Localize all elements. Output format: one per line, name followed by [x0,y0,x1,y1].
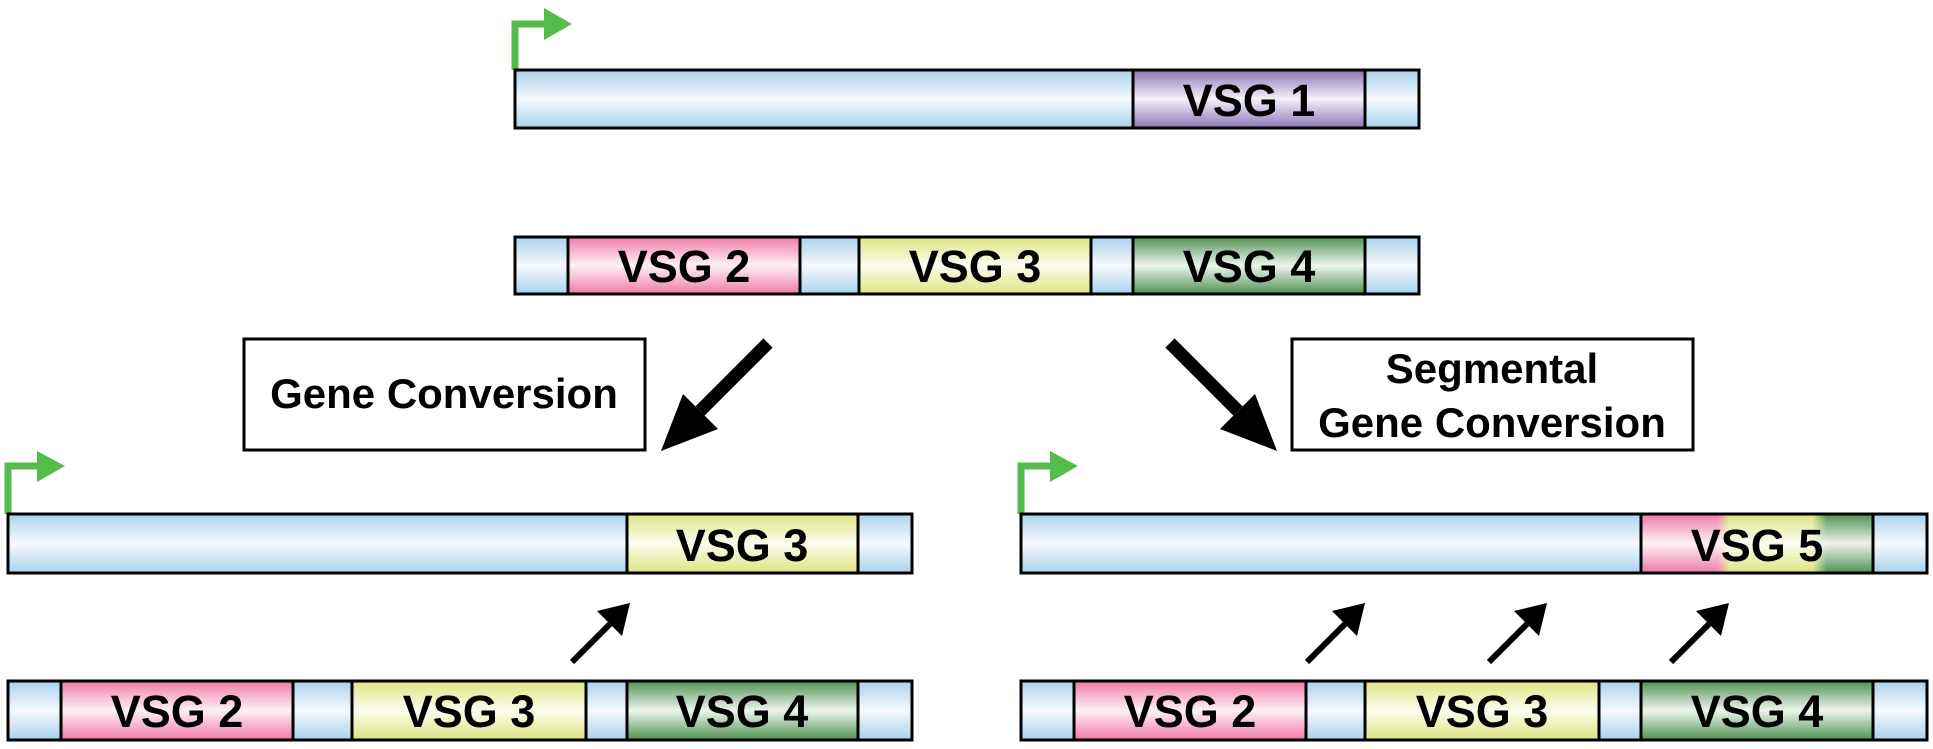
flank-segment [513,235,570,296]
copy-arrow-icon [1668,603,1729,665]
vsg-3-label: VSG 3 [909,241,1042,292]
segmental-label-line1: Segmental [1386,345,1598,392]
vsg-2-gene [1072,679,1308,742]
copy-arrow-icon [1304,603,1365,665]
left-silent-array: VSG 2 VSG 3 VSG 4 [6,679,914,742]
vsg-4-gene [625,679,860,742]
promoter-arrow-head [544,8,572,40]
promoter-arrow-head [1050,451,1078,482]
segmental-gene-conversion-box: Segmental Gene Conversion [1290,337,1695,452]
vsg-3-gene [350,679,588,742]
flank-segment [856,512,914,575]
flank-segment [6,679,63,742]
flank-segment [6,512,629,575]
flank-segment [1304,679,1367,742]
vsg-2-label: VSG 2 [1124,686,1257,737]
vsg-1-label: VSG 1 [1183,75,1316,126]
flank-segment [1019,679,1076,742]
flank-segment [1089,235,1135,296]
flank-segment [1363,235,1421,296]
promoter-arrow-icon [511,20,548,70]
flank-segment [798,235,861,296]
flank-segment [1597,679,1643,742]
copy-arrow-icon [1486,603,1547,665]
vsg-1-gene [1131,68,1367,130]
vsg-2-gene [59,679,295,742]
right-expression-site: VSG 5 [1017,451,1929,575]
vsg-2-label: VSG 2 [111,686,244,737]
vsg-2-gene [566,235,802,296]
flank-segment [584,679,629,742]
vsg-3-gene [625,512,860,575]
promoter-arrow-icon [4,462,40,514]
segmental-label-line2: Gene Conversion [1318,399,1666,446]
arrow-to-segmental-gene-conversion [1165,338,1277,451]
flank-segment [513,68,1135,130]
vsg-2-label: VSG 2 [618,241,751,292]
vsg-3-gene [857,235,1093,296]
copy-arrow-icon [569,603,630,665]
vsg-3-label: VSG 3 [676,520,809,571]
vsg-5-label: VSG 5 [1691,520,1824,571]
vsg-4-label: VSG 4 [1183,241,1316,292]
vsg-5-shine [1641,514,1873,573]
vsg-4-label: VSG 4 [676,686,809,737]
top-silent-array: VSG 2 VSG 3 VSG 4 [513,235,1421,296]
right-silent-array: VSG 2 VSG 3 VSG 4 [1019,679,1929,742]
gene-conversion-label: Gene Conversion [270,370,618,417]
top-expression-site: VSG 1 [511,8,1421,130]
gene-conversion-box: Gene Conversion [242,337,647,452]
flank-segment [1871,512,1929,575]
flank-segment [1871,679,1929,742]
promoter-arrow-head [37,451,65,482]
left-expression-site: VSG 3 [4,451,914,575]
vsg-4-label: VSG 4 [1691,686,1824,737]
flank-segment [856,679,914,742]
vsg-3-label: VSG 3 [1416,686,1549,737]
promoter-arrow-icon [1017,462,1053,514]
flank-segment [1363,68,1421,130]
arrow-to-gene-conversion [661,338,773,451]
flank-segment [1019,512,1643,575]
vsg-3-label: VSG 3 [403,686,536,737]
flank-segment [291,679,354,742]
